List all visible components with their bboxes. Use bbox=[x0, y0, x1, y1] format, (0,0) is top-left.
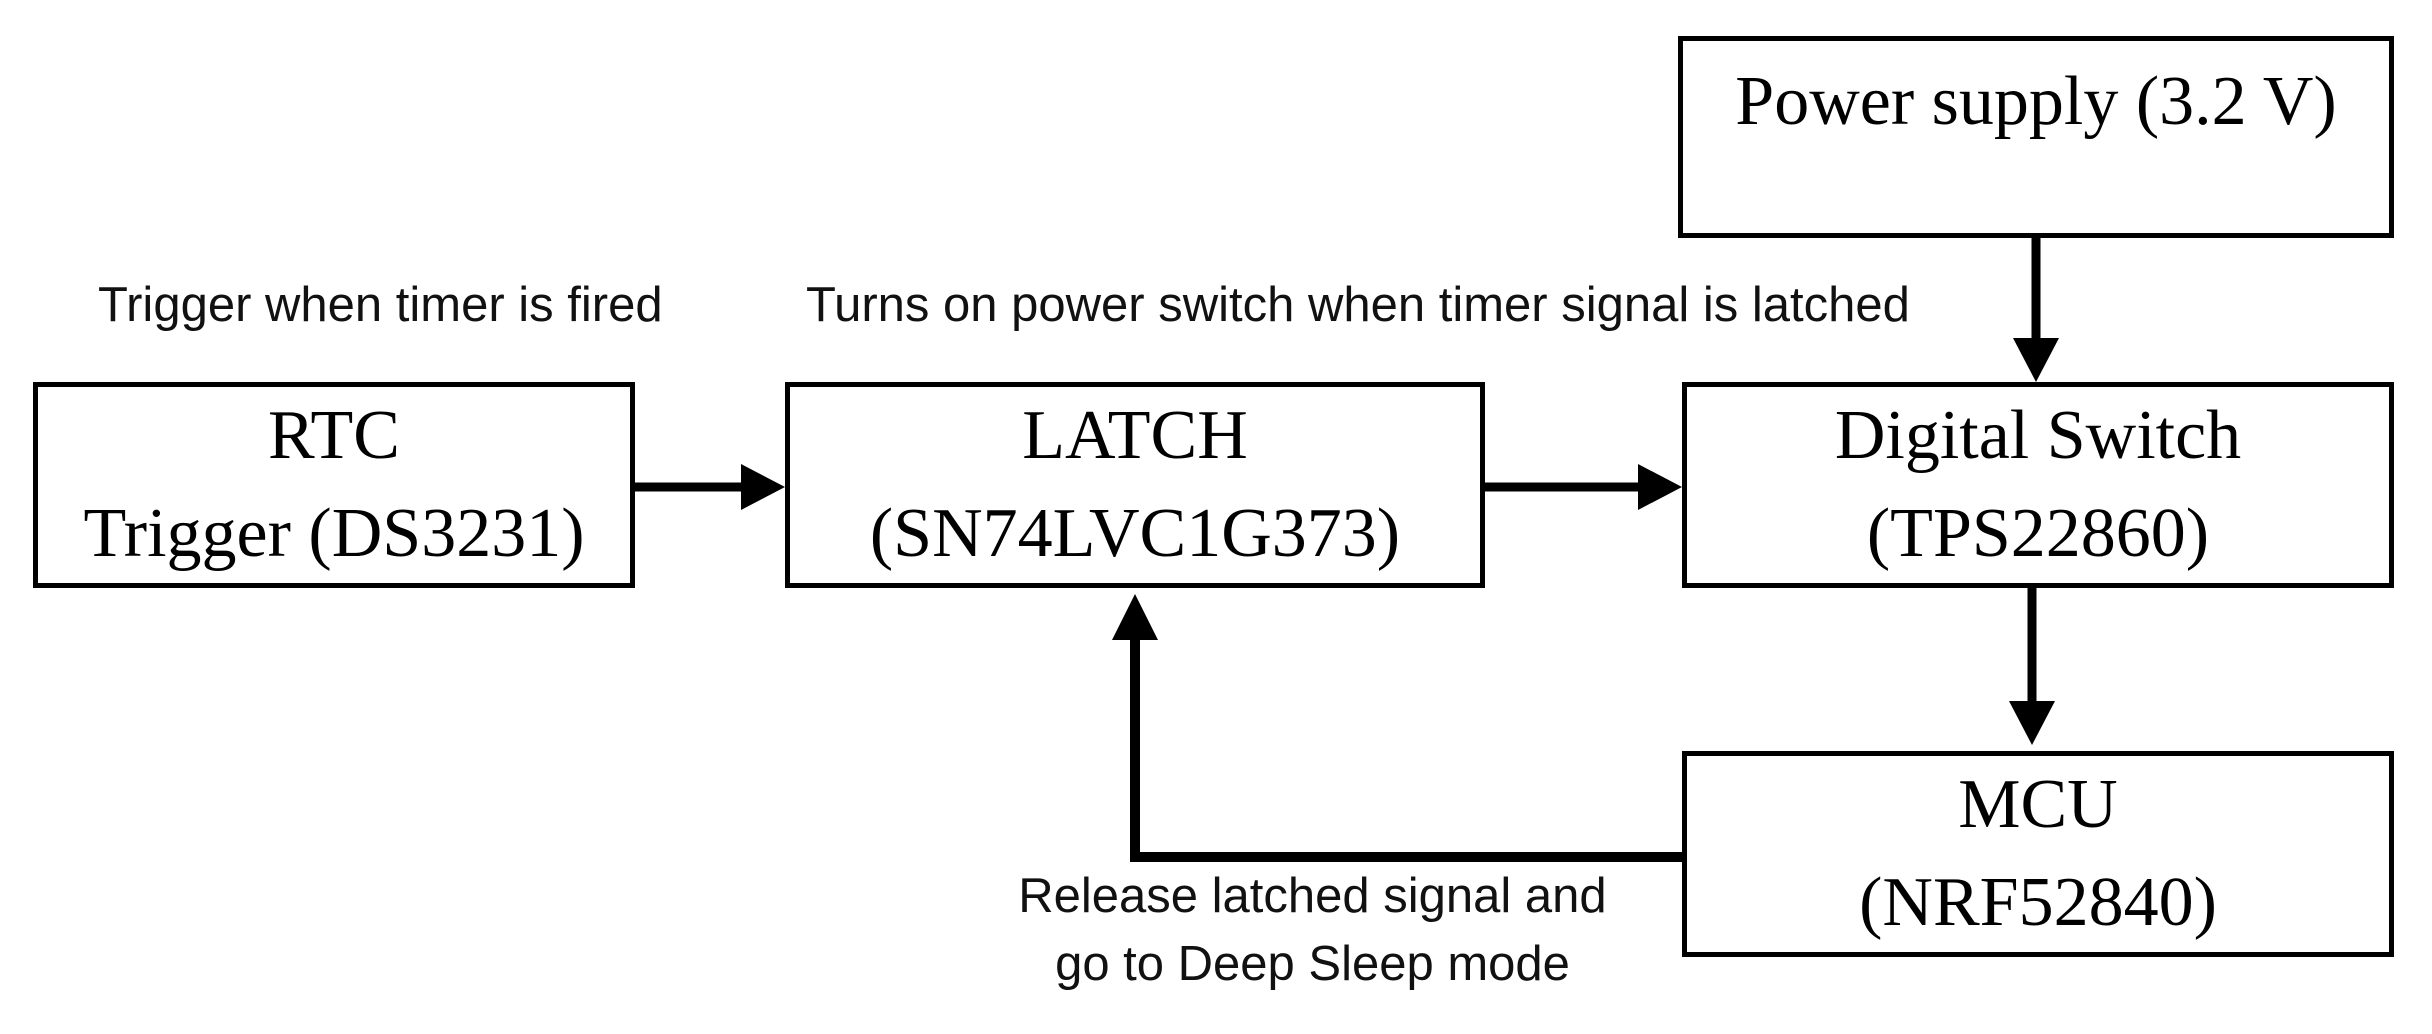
arrow-rtc-to-latch bbox=[635, 464, 785, 510]
node-latch-name: LATCH bbox=[1022, 397, 1248, 474]
arrow-latch-to-switch bbox=[1485, 464, 1682, 510]
node-latch: LATCH (SN74LVC1G373) bbox=[785, 382, 1485, 588]
edge-label-mcu-to-latch-line2: go to Deep Sleep mode bbox=[1055, 937, 1570, 991]
arrow-mcu-to-latch bbox=[1112, 594, 1682, 862]
node-power-supply: Power supply (3.2 V) bbox=[1678, 36, 2394, 238]
node-power-supply-label: Power supply (3.2 V) bbox=[1735, 63, 2337, 140]
node-rtc-trigger-name: RTC bbox=[268, 397, 400, 474]
edge-label-mcu-to-latch: Release latched signal and go to Deep Sl… bbox=[980, 862, 1645, 998]
node-mcu: MCU (NRF52840) bbox=[1682, 751, 2394, 957]
node-rtc-trigger-part: Trigger (DS3231) bbox=[83, 495, 585, 572]
node-digital-switch-name: Digital Switch bbox=[1834, 397, 2242, 474]
edge-label-mcu-to-latch-line1: Release latched signal and bbox=[1018, 869, 1607, 923]
arrow-power-to-switch bbox=[2013, 238, 2059, 382]
edge-label-latch-to-switch: Turns on power switch when timer signal … bbox=[806, 278, 1910, 332]
node-digital-switch: Digital Switch (TPS22860) bbox=[1682, 382, 2394, 588]
node-mcu-name: MCU bbox=[1958, 766, 2118, 843]
node-latch-part: (SN74LVC1G373) bbox=[869, 495, 1401, 572]
arrow-switch-to-mcu bbox=[2009, 588, 2055, 745]
node-digital-switch-part: (TPS22860) bbox=[1866, 495, 2210, 572]
node-rtc-trigger: RTC Trigger (DS3231) bbox=[33, 382, 635, 588]
edge-label-rtc-to-latch: Trigger when timer is fired bbox=[98, 278, 663, 332]
node-mcu-part: (NRF52840) bbox=[1859, 864, 2217, 941]
